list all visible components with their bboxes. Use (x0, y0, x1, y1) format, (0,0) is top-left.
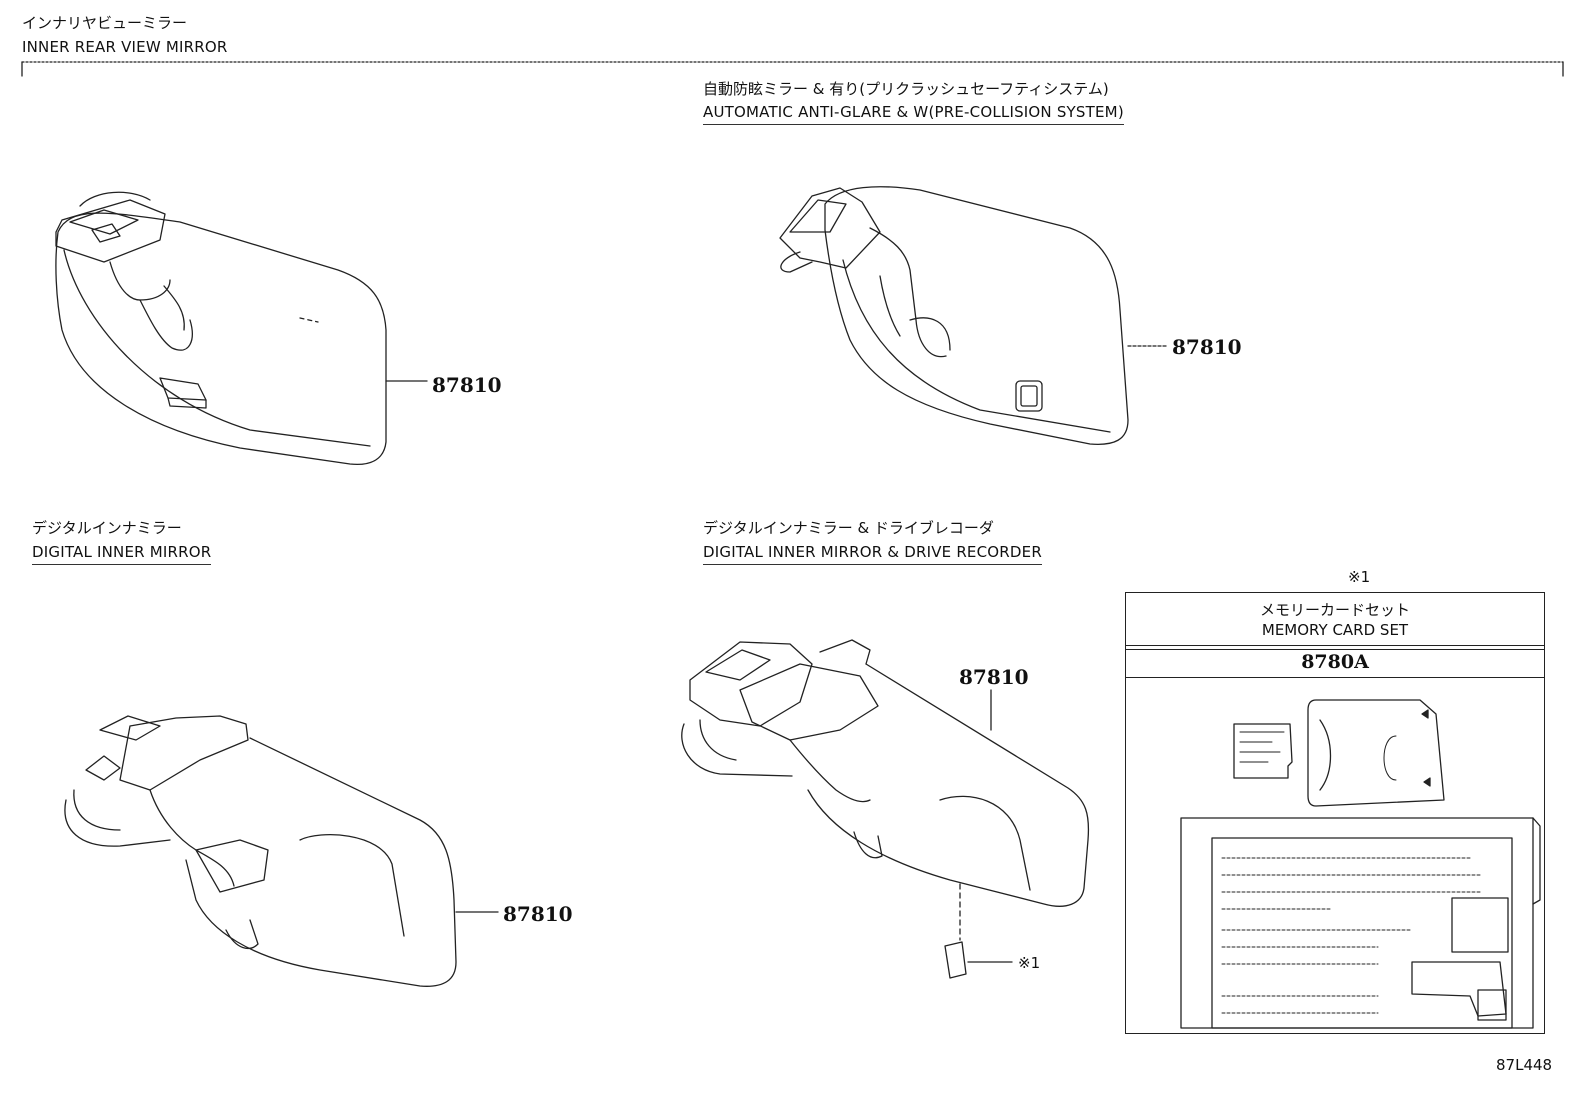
section-3-label-en: DIGITAL INNER MIRROR (32, 543, 212, 565)
section-3-label-jp: デジタルインナミラー (32, 519, 182, 537)
mirror-drive-recorder (681, 639, 1090, 979)
memory-card-divider-1 (1126, 645, 1544, 646)
mirror-anti-glare (779, 186, 1169, 446)
figure-id: 87L448 (1496, 1056, 1553, 1074)
part-number-2: 87810 (1172, 335, 1242, 359)
section-2-label-en: AUTOMATIC ANTI-GLARE & W(PRE-COLLISION S… (703, 103, 1124, 125)
section-4-label-en: DIGITAL INNER MIRROR & DRIVE RECORDER (703, 543, 1042, 565)
memory-card-divider-3 (1126, 677, 1544, 678)
section-2-label-jp: 自動防眩ミラー & 有り(プリクラッシュセーフティシステム) (703, 80, 1109, 98)
callout-ref-1: ※1 (1018, 954, 1041, 972)
section-4-label-jp: デジタルインナミラー & ドライブレコーダ (703, 519, 994, 537)
part-number-4: 87810 (959, 665, 1029, 689)
memory-card-set-box: メモリーカードセット MEMORY CARD SET 8780A (1125, 592, 1545, 1034)
memory-card-part-number: 8780A (1301, 651, 1369, 673)
memory-card-divider-2 (1126, 649, 1544, 650)
page-title-jp: インナリヤビューミラー (22, 14, 188, 32)
part-number-3: 87810 (503, 902, 573, 926)
mirror-digital (64, 715, 499, 987)
memory-card-note-mark: ※1 (1348, 568, 1371, 586)
memory-card-title-jp: メモリーカードセット (1259, 601, 1410, 619)
memory-card-title-en: MEMORY CARD SET (1261, 621, 1409, 639)
frame-bracket (21, 61, 1564, 77)
memory-card-illustration (1180, 699, 1541, 1029)
page-title-en: INNER REAR VIEW MIRROR (22, 38, 228, 56)
mirror-basic (55, 191, 428, 466)
part-number-1: 87810 (432, 373, 502, 397)
